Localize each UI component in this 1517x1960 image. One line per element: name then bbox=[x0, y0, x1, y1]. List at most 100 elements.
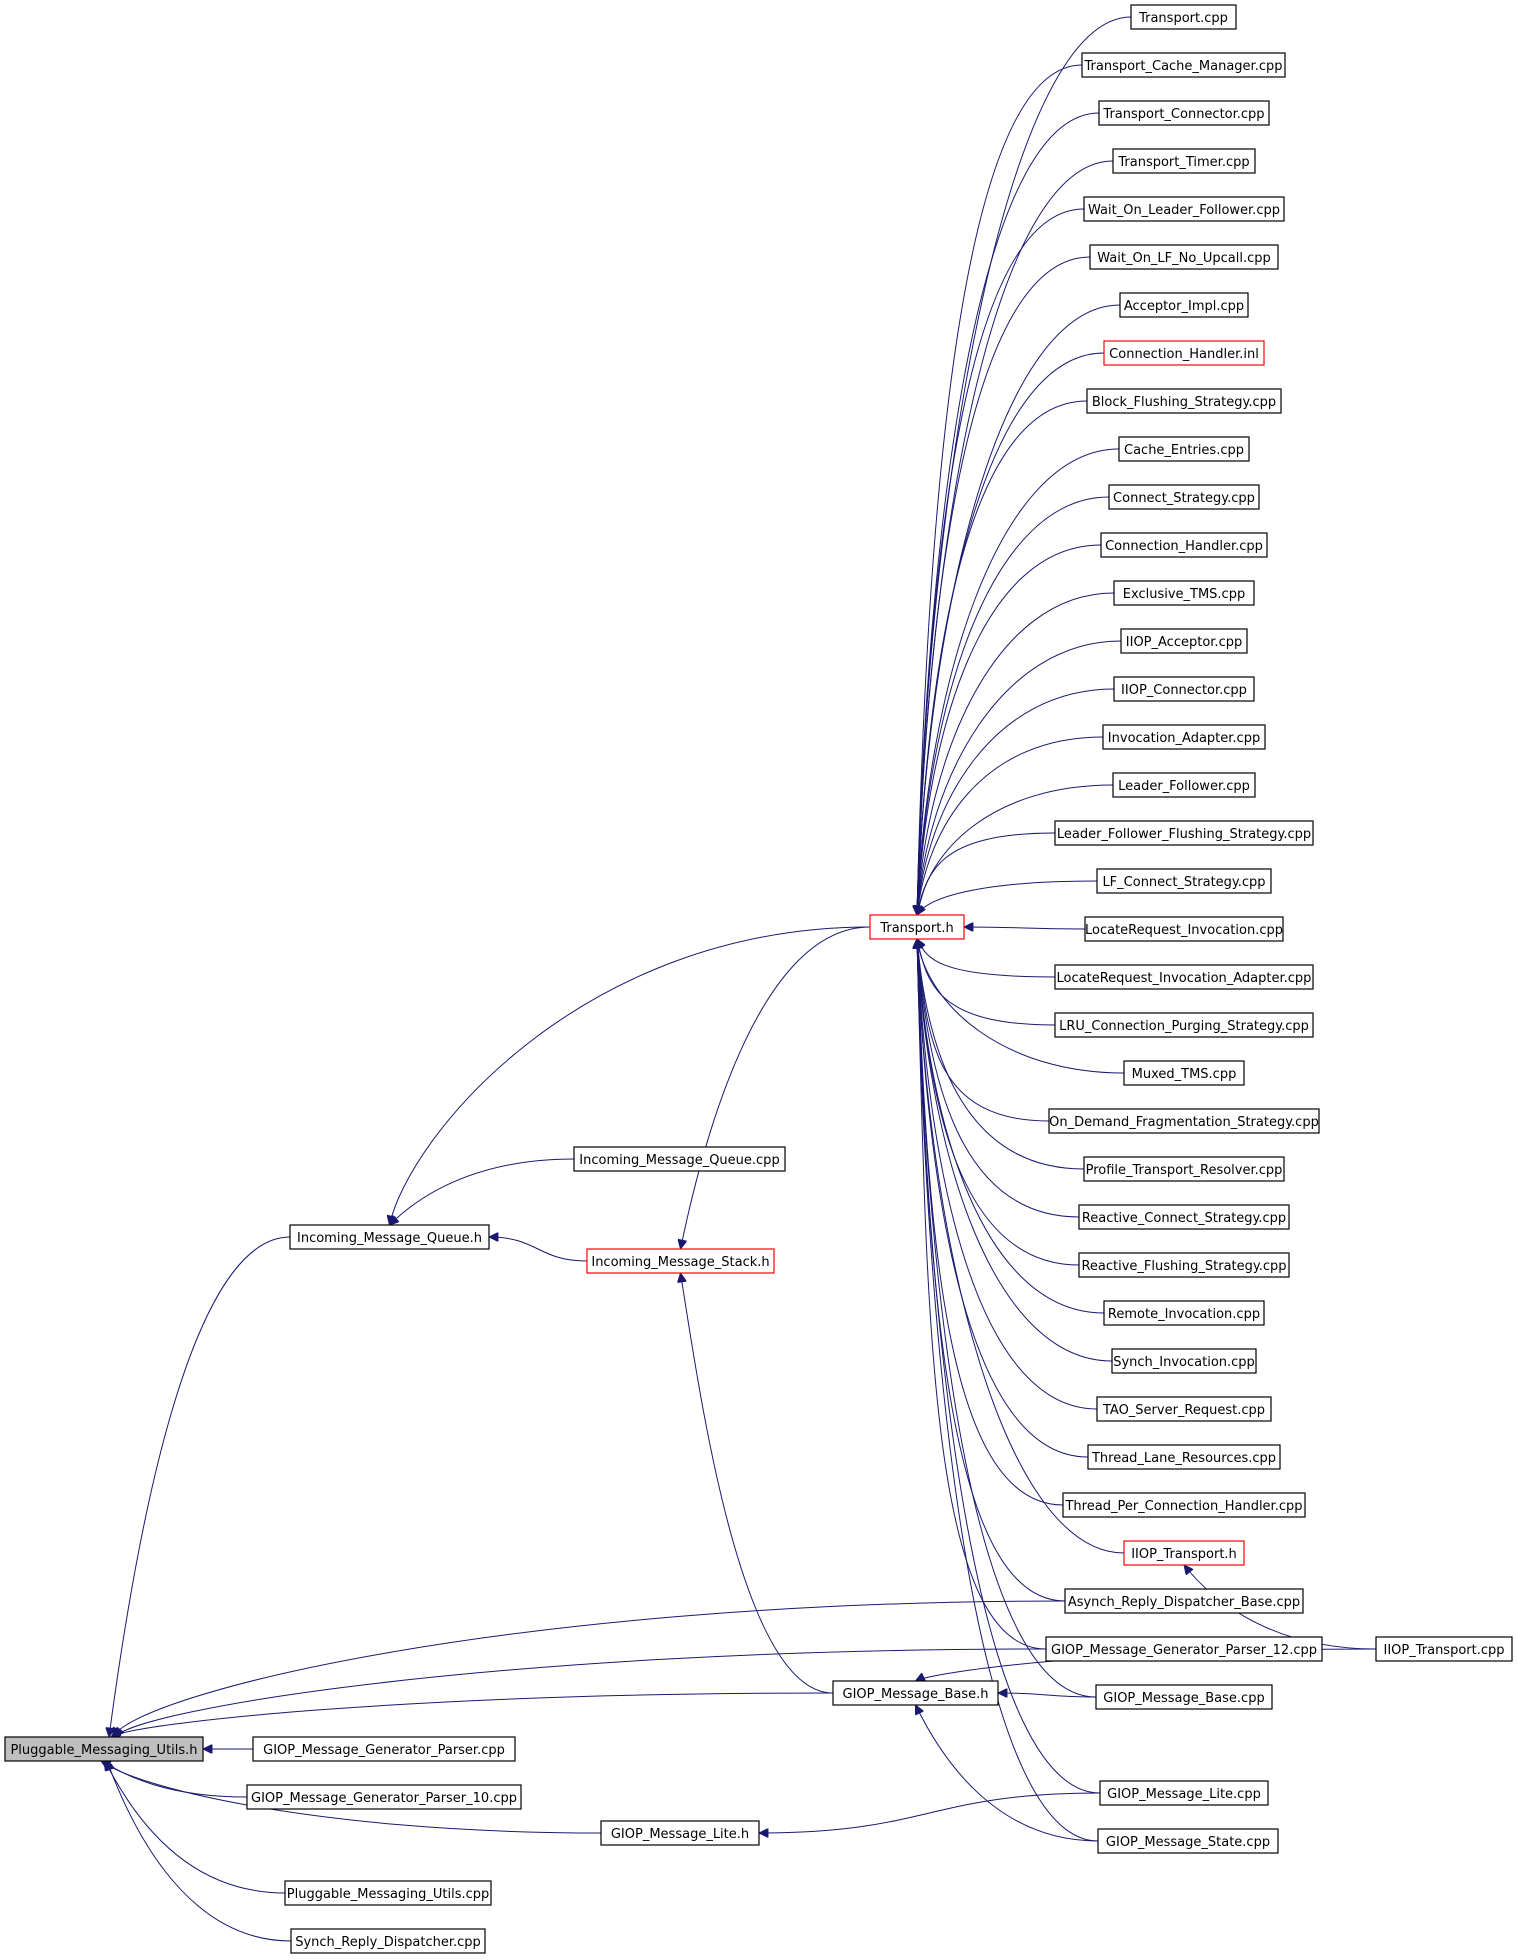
node-asynch-reply-dispatcher-base-cpp[interactable]: Asynch_Reply_Dispatcher_Base.cpp bbox=[1064, 1588, 1304, 1614]
node-box[interactable] bbox=[1112, 772, 1256, 798]
node-box[interactable] bbox=[1111, 1348, 1257, 1374]
node-box[interactable] bbox=[1054, 820, 1314, 846]
node-incoming-message-queue-h[interactable]: Incoming_Message_Queue.h bbox=[289, 1224, 490, 1250]
node-invocation-adapter-cpp[interactable]: Invocation_Adapter.cpp bbox=[1102, 724, 1266, 750]
node-incoming-message-stack-h[interactable]: Incoming_Message_Stack.h bbox=[586, 1248, 775, 1274]
node-box[interactable] bbox=[1130, 4, 1237, 30]
node-box[interactable] bbox=[4, 1736, 204, 1762]
node-pluggable-messaging-utils-cpp[interactable]: Pluggable_Messaging_Utils.cpp bbox=[284, 1880, 492, 1906]
node-box[interactable] bbox=[573, 1146, 786, 1172]
node-box[interactable] bbox=[1113, 580, 1255, 606]
node-connect-strategy-cpp[interactable]: Connect_Strategy.cpp bbox=[1108, 484, 1260, 510]
node-box[interactable] bbox=[1064, 1588, 1304, 1614]
node-box[interactable] bbox=[1084, 916, 1284, 942]
node-box[interactable] bbox=[284, 1880, 492, 1906]
node-iiop-transport-cpp[interactable]: IIOP_Transport.cpp bbox=[1375, 1636, 1513, 1662]
node-acceptor-impl-cpp[interactable]: Acceptor_Impl.cpp bbox=[1119, 292, 1249, 318]
node-box[interactable] bbox=[1096, 868, 1272, 894]
node-reactive-flushing-strategy-cpp[interactable]: Reactive_Flushing_Strategy.cpp bbox=[1078, 1252, 1290, 1278]
node-box[interactable] bbox=[1108, 484, 1260, 510]
node-box[interactable] bbox=[1078, 1252, 1290, 1278]
node-box[interactable] bbox=[1083, 1156, 1285, 1182]
node-giop-message-generator-parser-cpp[interactable]: GIOP_Message_Generator_Parser.cpp bbox=[252, 1736, 516, 1762]
node-box[interactable] bbox=[832, 1680, 999, 1706]
node-box[interactable] bbox=[1086, 388, 1282, 414]
node-on-demand-fragmentation-strategy-cpp[interactable]: On_Demand_Fragmentation_Strategy.cpp bbox=[1048, 1108, 1320, 1134]
node-giop-message-base-h[interactable]: GIOP_Message_Base.h bbox=[832, 1680, 999, 1706]
node-box[interactable] bbox=[1054, 1012, 1314, 1038]
node-box[interactable] bbox=[1087, 1444, 1281, 1470]
node-muxed-tms-cpp[interactable]: Muxed_TMS.cpp bbox=[1123, 1060, 1245, 1086]
node-box[interactable] bbox=[1095, 1684, 1273, 1710]
node-box[interactable] bbox=[1123, 1060, 1245, 1086]
node-box[interactable] bbox=[1103, 1300, 1265, 1326]
node-block-flushing-strategy-cpp[interactable]: Block_Flushing_Strategy.cpp bbox=[1086, 388, 1282, 414]
node-box[interactable] bbox=[1375, 1636, 1513, 1662]
node-leader-follower-cpp[interactable]: Leader_Follower.cpp bbox=[1112, 772, 1256, 798]
node-giop-message-generator-parser-10-cpp[interactable]: GIOP_Message_Generator_Parser_10.cpp bbox=[246, 1784, 522, 1810]
node-box[interactable] bbox=[290, 1928, 486, 1954]
node-box[interactable] bbox=[586, 1248, 775, 1274]
node-pluggable-messaging-utils-h[interactable]: Pluggable_Messaging_Utils.h bbox=[4, 1736, 204, 1762]
node-box[interactable] bbox=[1089, 244, 1279, 270]
node-tao-server-request-cpp[interactable]: TAO_Server_Request.cpp bbox=[1096, 1396, 1272, 1422]
node-transport-h[interactable]: Transport.h bbox=[869, 914, 965, 940]
node-box[interactable] bbox=[1097, 1828, 1279, 1854]
node-box[interactable] bbox=[1078, 1204, 1290, 1230]
node-locaterequest-invocation-cpp[interactable]: LocateRequest_Invocation.cpp bbox=[1084, 916, 1284, 942]
node-wait-on-lf-no-upcall-cpp[interactable]: Wait_On_LF_No_Upcall.cpp bbox=[1089, 244, 1279, 270]
node-box[interactable] bbox=[1118, 436, 1250, 462]
node-giop-message-base-cpp[interactable]: GIOP_Message_Base.cpp bbox=[1095, 1684, 1273, 1710]
node-profile-transport-resolver-cpp[interactable]: Profile_Transport_Resolver.cpp bbox=[1083, 1156, 1285, 1182]
node-reactive-connect-strategy-cpp[interactable]: Reactive_Connect_Strategy.cpp bbox=[1078, 1204, 1290, 1230]
node-box[interactable] bbox=[1096, 1396, 1272, 1422]
node-connection-handler-cpp[interactable]: Connection_Handler.cpp bbox=[1100, 532, 1268, 558]
node-box[interactable] bbox=[869, 914, 965, 940]
node-box[interactable] bbox=[600, 1820, 760, 1846]
node-box[interactable] bbox=[1062, 1492, 1306, 1518]
node-box[interactable] bbox=[1045, 1636, 1323, 1662]
node-locaterequest-invocation-adapter-cpp[interactable]: LocateRequest_Invocation_Adapter.cpp bbox=[1054, 964, 1314, 990]
node-box[interactable] bbox=[1099, 1780, 1269, 1806]
node-remote-invocation-cpp[interactable]: Remote_Invocation.cpp bbox=[1103, 1300, 1265, 1326]
node-iiop-acceptor-cpp[interactable]: IIOP_Acceptor.cpp bbox=[1120, 628, 1248, 654]
node-box[interactable] bbox=[1120, 628, 1248, 654]
node-box[interactable] bbox=[1083, 196, 1285, 222]
node-incoming-message-queue-cpp[interactable]: Incoming_Message_Queue.cpp bbox=[573, 1146, 786, 1172]
node-box[interactable] bbox=[1098, 100, 1270, 126]
node-connection-handler-inl[interactable]: Connection_Handler.inl bbox=[1103, 340, 1265, 366]
node-lru-connection-purging-strategy-cpp[interactable]: LRU_Connection_Purging_Strategy.cpp bbox=[1054, 1012, 1314, 1038]
node-box[interactable] bbox=[289, 1224, 490, 1250]
node-giop-message-lite-cpp[interactable]: GIOP_Message_Lite.cpp bbox=[1099, 1780, 1269, 1806]
node-wait-on-leader-follower-cpp[interactable]: Wait_On_Leader_Follower.cpp bbox=[1083, 196, 1285, 222]
node-leader-follower-flushing-strategy-cpp[interactable]: Leader_Follower_Flushing_Strategy.cpp bbox=[1054, 820, 1314, 846]
node-box[interactable] bbox=[1100, 532, 1268, 558]
node-box[interactable] bbox=[246, 1784, 522, 1810]
node-lf-connect-strategy-cpp[interactable]: LF_Connect_Strategy.cpp bbox=[1096, 868, 1272, 894]
node-thread-per-connection-handler-cpp[interactable]: Thread_Per_Connection_Handler.cpp bbox=[1062, 1492, 1306, 1518]
node-cache-entries-cpp[interactable]: Cache_Entries.cpp bbox=[1118, 436, 1250, 462]
node-box[interactable] bbox=[1081, 52, 1286, 78]
node-exclusive-tms-cpp[interactable]: Exclusive_TMS.cpp bbox=[1113, 580, 1255, 606]
node-iiop-connector-cpp[interactable]: IIOP_Connector.cpp bbox=[1113, 676, 1255, 702]
node-box[interactable] bbox=[252, 1736, 516, 1762]
node-giop-message-state-cpp[interactable]: GIOP_Message_State.cpp bbox=[1097, 1828, 1279, 1854]
node-transport-cache-manager-cpp[interactable]: Transport_Cache_Manager.cpp bbox=[1081, 52, 1286, 78]
node-transport-timer-cpp[interactable]: Transport_Timer.cpp bbox=[1112, 148, 1256, 174]
node-giop-message-lite-h[interactable]: GIOP_Message_Lite.h bbox=[600, 1820, 760, 1846]
node-transport-connector-cpp[interactable]: Transport_Connector.cpp bbox=[1098, 100, 1270, 126]
node-synch-reply-dispatcher-cpp[interactable]: Synch_Reply_Dispatcher.cpp bbox=[290, 1928, 486, 1954]
node-box[interactable] bbox=[1102, 724, 1266, 750]
node-thread-lane-resources-cpp[interactable]: Thread_Lane_Resources.cpp bbox=[1087, 1444, 1281, 1470]
node-box[interactable] bbox=[1119, 292, 1249, 318]
node-box[interactable] bbox=[1123, 1540, 1245, 1566]
node-iiop-transport-h[interactable]: IIOP_Transport.h bbox=[1123, 1540, 1245, 1566]
node-synch-invocation-cpp[interactable]: Synch_Invocation.cpp bbox=[1111, 1348, 1257, 1374]
node-box[interactable] bbox=[1112, 148, 1256, 174]
node-transport-cpp[interactable]: Transport.cpp bbox=[1130, 4, 1237, 30]
node-box[interactable] bbox=[1054, 964, 1314, 990]
node-box[interactable] bbox=[1103, 340, 1265, 366]
node-box[interactable] bbox=[1048, 1108, 1320, 1134]
node-giop-message-generator-parser-12-cpp[interactable]: GIOP_Message_Generator_Parser_12.cpp bbox=[1045, 1636, 1323, 1662]
node-box[interactable] bbox=[1113, 676, 1255, 702]
